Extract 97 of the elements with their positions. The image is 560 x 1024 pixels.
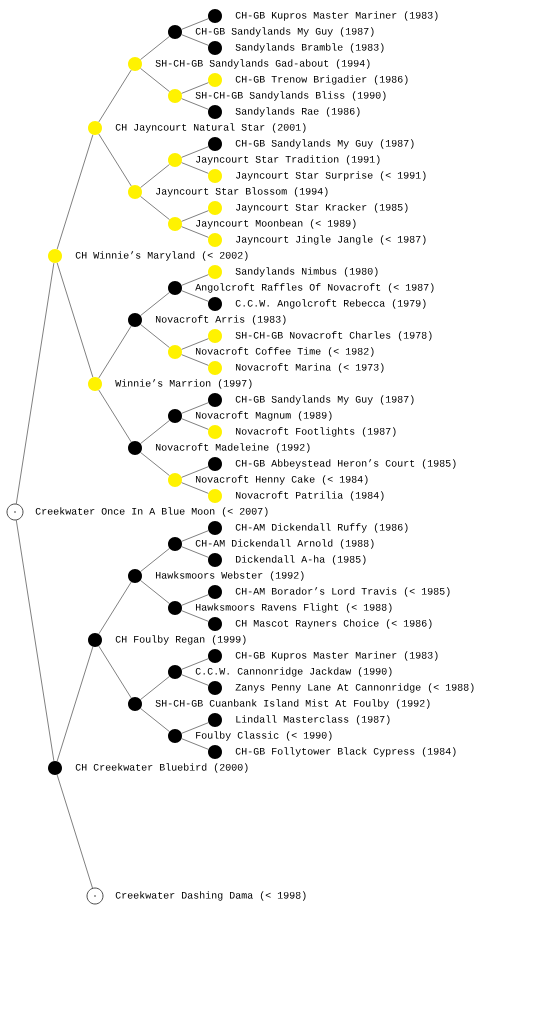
connector-line — [98, 69, 132, 123]
connector-line — [181, 274, 209, 286]
connector-line — [98, 645, 132, 699]
connector-line — [140, 68, 170, 92]
connector-line — [181, 466, 209, 478]
name-label: CH-GB Kupros Master Mariner (1983) — [235, 11, 438, 21]
connector-line — [56, 262, 94, 378]
name-label: CH-AM Dickendall Arnold (1988) — [195, 539, 374, 549]
name-label: CH-GB Follytower Black Cypress (1984) — [235, 747, 456, 757]
name-label: Foulby Classic (< 1990) — [196, 731, 332, 741]
connector-line — [181, 98, 209, 110]
connector-line — [140, 196, 170, 220]
connector-line — [181, 658, 209, 670]
name-label: CH-GB Sandylands My Guy (1987) — [195, 27, 374, 37]
connector-line — [181, 402, 209, 414]
connector-line — [181, 610, 209, 622]
connector-line — [181, 290, 209, 302]
connector-line — [98, 325, 132, 379]
connector-line — [16, 262, 55, 504]
name-label: Sandylands Bramble (1983) — [235, 43, 384, 53]
name-label: SH-CH-GB Sandylands Bliss (1990) — [195, 91, 386, 101]
name-label: SH-CH-GB Sandylands Gad-about (1994) — [155, 59, 370, 69]
name-label: Novacroft Henny Cake (< 1984) — [196, 475, 368, 485]
connector-line — [181, 418, 209, 430]
name-label: CH-AM Dickendall Ruffy (1986) — [235, 523, 408, 533]
name-label: Sandylands Rae (1986) — [235, 107, 360, 117]
connector-line — [181, 738, 209, 750]
name-label: SH-CH-GB Cuanbank Island Mist At Foulby (1992) — [155, 699, 430, 709]
name-label: Jayncourt Jingle Jangle (< 1987) — [236, 235, 426, 245]
name-label: C.C.W. Angolcroft Rebecca (1979) — [235, 299, 426, 309]
connector-line — [181, 18, 209, 30]
name-label: Angolcroft Raffles Of Novacroft (< 1987) — [195, 283, 434, 293]
name-label: Creekwater Once In A Blue Moon (< 2007) — [35, 507, 268, 517]
name-label: CH Mascot Rayners Choice (< 1986) — [235, 619, 432, 629]
connector-line — [140, 708, 170, 732]
connector-line — [140, 580, 170, 604]
connector-line — [181, 674, 209, 686]
name-label: Novacroft Marina (< 1973) — [236, 363, 384, 373]
connector-line — [140, 548, 170, 572]
connector-line — [181, 354, 209, 366]
connector-line — [140, 420, 170, 444]
name-label: Jayncourt Moonbean (< 1989) — [196, 219, 356, 229]
connector-line — [140, 164, 170, 188]
name-label: Lindall Masterclass (1987) — [236, 715, 390, 725]
name-label: CH Jayncourt Natural Star (2001) — [115, 123, 306, 133]
name-label: Creekwater Dashing Dama (< 1998) — [115, 891, 306, 901]
name-label: Jayncourt Star Blossom (1994) — [156, 187, 328, 197]
name-label: CH Winnie’s Maryland (< 2002) — [75, 251, 248, 261]
name-label: Zanys Penny Lane At Cannonridge (< 1988) — [235, 683, 474, 693]
connector-line — [181, 226, 209, 238]
name-label: CH-GB Sandylands My Guy (1987) — [235, 139, 414, 149]
connector-line — [98, 389, 132, 443]
connector-line — [181, 546, 209, 558]
name-label: Novacroft Arris (1983) — [156, 315, 286, 325]
name-label: SH-CH-GB Novacroft Charles (1978) — [235, 331, 432, 341]
connector-line — [140, 36, 170, 60]
connector-line — [181, 82, 209, 94]
connector-line — [181, 34, 209, 46]
name-label: Jayncourt Star Kracker (1985) — [236, 203, 408, 213]
name-label: Winnie’s Marrion (1997) — [115, 379, 252, 389]
name-label: CH-GB Trenow Brigadier (1986) — [235, 75, 408, 85]
name-label: CH-GB Abbeystead Heron’s Court (1985) — [235, 459, 456, 469]
connector-line — [181, 146, 209, 158]
connector-line — [181, 530, 209, 542]
connector-line — [56, 774, 93, 889]
name-label: Sandylands Nimbus (1980) — [235, 267, 378, 277]
name-label: CH-GB Kupros Master Mariner (1983) — [235, 651, 438, 661]
connector-line — [140, 452, 170, 476]
name-label: Jayncourt Star Surprise (< 1991) — [236, 171, 426, 181]
connector-line — [16, 520, 55, 762]
connector-line — [140, 324, 170, 348]
name-label: Jayncourt Star Tradition (1991) — [196, 155, 380, 165]
connector-line — [56, 646, 94, 762]
connector-line — [181, 338, 209, 350]
name-label: CH-GB Sandylands My Guy (1987) — [235, 395, 414, 405]
name-label: Novacroft Patrilia (1984) — [236, 491, 384, 501]
name-label: Hawksmoors Webster (1992) — [156, 571, 304, 581]
connector-line — [140, 292, 170, 316]
name-label: Novacroft Footlights (1987) — [236, 427, 396, 437]
name-label: Novacroft Magnum (1989) — [196, 411, 332, 421]
connector-line — [181, 210, 209, 222]
name-label: Hawksmoors Ravens Flight (< 1988) — [196, 603, 392, 613]
connector-line — [181, 594, 209, 606]
connector-line — [56, 134, 94, 250]
connector-line — [98, 581, 132, 635]
connector-line — [181, 162, 209, 174]
connector-line — [181, 482, 209, 494]
name-label: C.C.W. Cannonridge Jackdaw (1990) — [195, 667, 392, 677]
name-label: CH Foulby Regan (1999) — [115, 635, 246, 645]
connector-line — [181, 722, 209, 734]
connector-line — [98, 133, 132, 187]
name-label: Dickendall A-ha (1985) — [236, 555, 366, 565]
name-label: CH Creekwater Bluebird (2000) — [75, 763, 248, 773]
name-label: Novacroft Madeleine (1992) — [156, 443, 310, 453]
name-label: CH-AM Borador’s Lord Travis (< 1985) — [235, 587, 450, 597]
name-label: Novacroft Coffee Time (< 1982) — [196, 347, 374, 357]
connector-line — [140, 676, 170, 700]
